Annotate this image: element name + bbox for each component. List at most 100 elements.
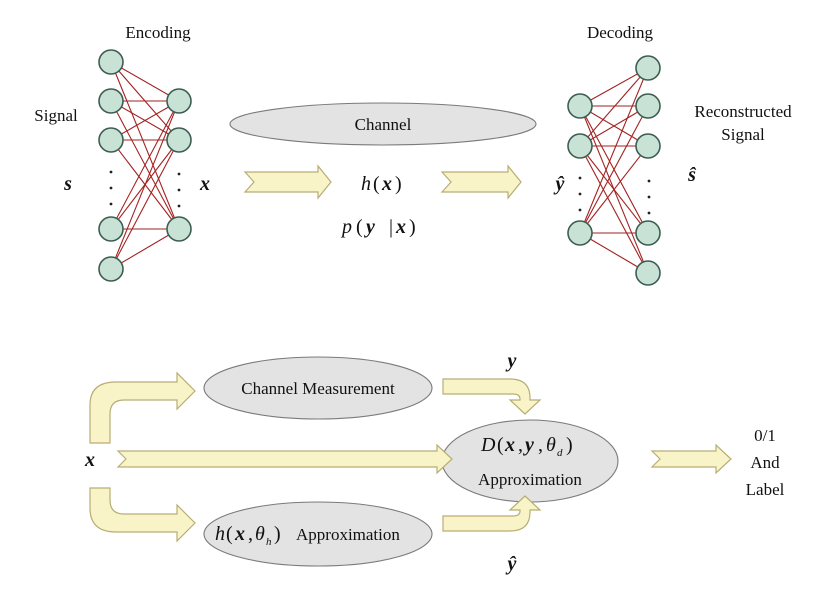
channel-label: Channel xyxy=(355,115,412,134)
paren-open: ( xyxy=(226,523,233,545)
decoder-edge xyxy=(579,145,649,274)
paren-open: ( xyxy=(497,434,504,456)
d-theta-subscript: d xyxy=(557,447,563,459)
arrow-measurement-to-discriminator xyxy=(442,378,542,415)
reconstructed-label: Reconstructed xyxy=(694,102,792,121)
p-function: p xyxy=(340,216,352,238)
h-approx-theta-subscript: h xyxy=(266,536,272,548)
encoder-edges xyxy=(110,61,180,270)
p-y-variable: y xyxy=(364,216,375,238)
decoder-edge xyxy=(579,232,649,274)
paren-open: ( xyxy=(356,216,363,238)
encoder-edge xyxy=(110,61,180,230)
encoder-node xyxy=(166,127,192,153)
d-function: D xyxy=(480,434,496,456)
encoder-edge xyxy=(110,61,180,102)
decoder-network xyxy=(567,55,661,286)
encoder-ellipsis-left xyxy=(109,170,113,206)
encoder-edge xyxy=(110,100,180,141)
decoder-node xyxy=(567,93,593,119)
paren-close: ) xyxy=(566,434,573,456)
y-variable-bottom: y xyxy=(506,350,517,372)
decoder-edges xyxy=(579,67,649,274)
decoder-node xyxy=(567,133,593,159)
arrow-x-to-channel xyxy=(243,164,332,200)
y-hat-variable-top: ŷ xyxy=(554,173,565,195)
encoder-node xyxy=(98,49,124,75)
paren-open: ( xyxy=(373,173,380,195)
arrow-x-to-h-approximation xyxy=(89,487,196,543)
comma: , xyxy=(518,434,523,456)
decoder-node xyxy=(635,220,661,246)
decoder-node xyxy=(635,55,661,81)
h-argument: x xyxy=(381,173,392,195)
encoder-node xyxy=(98,127,124,153)
x-variable-bottom: x xyxy=(84,449,95,471)
decoding-label: Decoding xyxy=(587,23,654,42)
h-approx-function: h xyxy=(215,523,225,545)
output-and: And xyxy=(750,453,780,472)
h-function: h xyxy=(361,173,371,195)
encoder-edge xyxy=(110,100,180,230)
s-variable: s xyxy=(63,173,72,195)
encoder-edge xyxy=(110,100,180,270)
paren-close: ) xyxy=(395,173,402,195)
decoder-node xyxy=(635,93,661,119)
arrow-x-to-discriminator xyxy=(116,443,453,475)
encoder-node xyxy=(98,216,124,242)
decoder-ellipsis-right xyxy=(647,179,651,215)
signal-label: Signal xyxy=(34,106,78,125)
encoder-network xyxy=(98,49,192,282)
decoder-edge xyxy=(579,67,649,234)
encoder-node xyxy=(98,88,124,114)
output-label: Label xyxy=(746,480,785,499)
decoder-edge xyxy=(579,67,649,107)
decoder-nodes xyxy=(567,55,661,286)
s-hat-variable: ŝ xyxy=(687,164,697,186)
decoder-edge xyxy=(579,105,649,234)
decoder-node xyxy=(635,133,661,159)
reconstructed-signal-label: Signal xyxy=(721,125,765,144)
arrow-channel-to-decoder xyxy=(440,164,522,200)
arrow-h-approximation-to-discriminator xyxy=(442,495,542,532)
channel-measurement-label: Channel Measurement xyxy=(241,379,395,398)
decoder-node xyxy=(567,220,593,246)
encoder-node xyxy=(166,88,192,114)
encoder-edge xyxy=(110,139,180,270)
h-approx-theta: θ xyxy=(255,523,265,545)
p-given-bar: | xyxy=(389,216,393,238)
output-zero-one: 0/1 xyxy=(754,426,776,445)
y-hat-variable-bottom: ŷ xyxy=(506,553,517,575)
d-x-variable: x xyxy=(504,434,515,456)
decoder-edge xyxy=(579,145,649,234)
encoder-nodes xyxy=(98,49,192,282)
d-y-variable: y xyxy=(523,434,534,456)
comma: , xyxy=(248,523,253,545)
paren-close: ) xyxy=(274,523,281,545)
discriminator-ellipse xyxy=(441,419,619,503)
d-theta: θ xyxy=(546,434,556,456)
encoder-node xyxy=(98,256,124,282)
p-x-variable: x xyxy=(395,216,406,238)
decoder-node xyxy=(635,260,661,286)
h-approximation-ellipse xyxy=(203,501,433,567)
x-variable-top: x xyxy=(199,173,210,195)
paren-close: ) xyxy=(409,216,416,238)
channel-measurement-ellipse xyxy=(203,356,433,420)
encoder-node xyxy=(166,216,192,242)
h-approximation-label: Approximation xyxy=(296,525,400,544)
encoder-edge xyxy=(110,228,180,270)
decoder-ellipsis-left xyxy=(578,176,582,212)
arrow-discriminator-to-output xyxy=(650,443,732,475)
encoder-ellipsis-right xyxy=(177,172,181,208)
channel-ellipse xyxy=(229,102,537,146)
d-approximation-label: Approximation xyxy=(478,470,582,489)
comma: , xyxy=(538,434,543,456)
decoder-edge xyxy=(579,67,649,147)
h-approx-x-variable: x xyxy=(234,523,245,545)
decoder-edge xyxy=(579,105,649,147)
encoding-label: Encoding xyxy=(125,23,191,42)
arrow-x-to-channel-measurement xyxy=(89,371,196,444)
